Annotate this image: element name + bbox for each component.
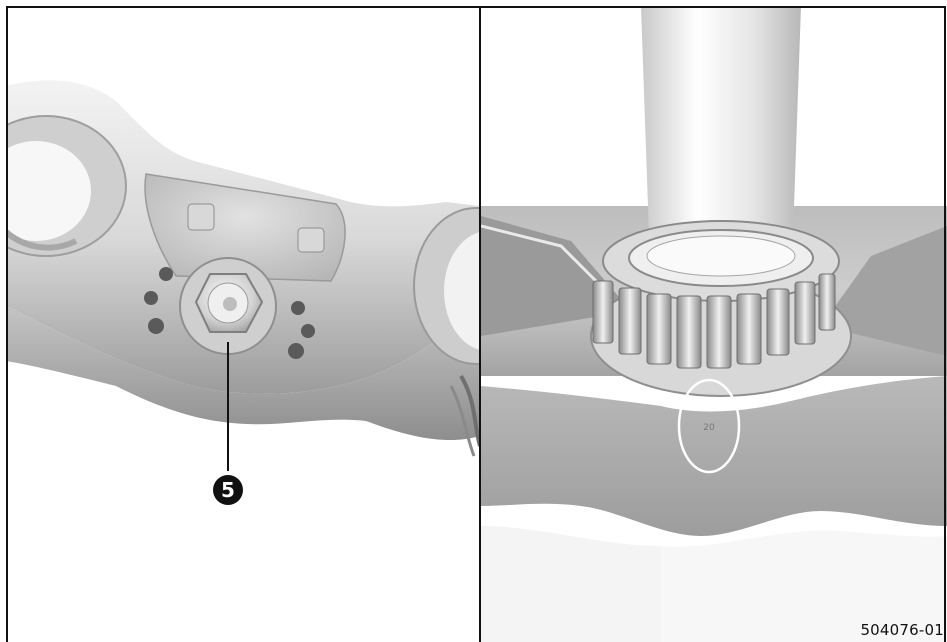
bolt-hole <box>301 324 315 338</box>
lower-yoke-front-face <box>481 376 947 536</box>
figure-id-label: 504076-01 <box>860 621 944 639</box>
stamp-highlight-ring <box>677 378 741 474</box>
pocket-tab-right <box>297 227 325 253</box>
bolt-hole <box>144 291 158 305</box>
clamp-side-face <box>6 306 480 441</box>
callout-number: 5 <box>221 478 235 502</box>
stamp-marking: 20 <box>703 423 715 433</box>
triple-clamp-illustration: 5 <box>6 80 480 505</box>
callout-marker <box>213 475 243 505</box>
pocket-tab-left <box>187 203 215 231</box>
left-panel-triple-clamp: 5 <box>6 6 480 642</box>
bolt-hole <box>159 267 173 281</box>
right-fork-bore-inner <box>444 232 480 350</box>
bolt-hole <box>291 301 305 315</box>
bolt-hole <box>148 318 164 334</box>
steering-stem-tube <box>641 6 801 236</box>
left-fork-bore-inner <box>6 141 91 241</box>
bolt-hole <box>288 343 304 359</box>
right-panel-bearing: 20 <box>481 6 947 642</box>
taper-rollers <box>592 273 836 369</box>
bearing-illustration: 20 <box>481 6 947 642</box>
